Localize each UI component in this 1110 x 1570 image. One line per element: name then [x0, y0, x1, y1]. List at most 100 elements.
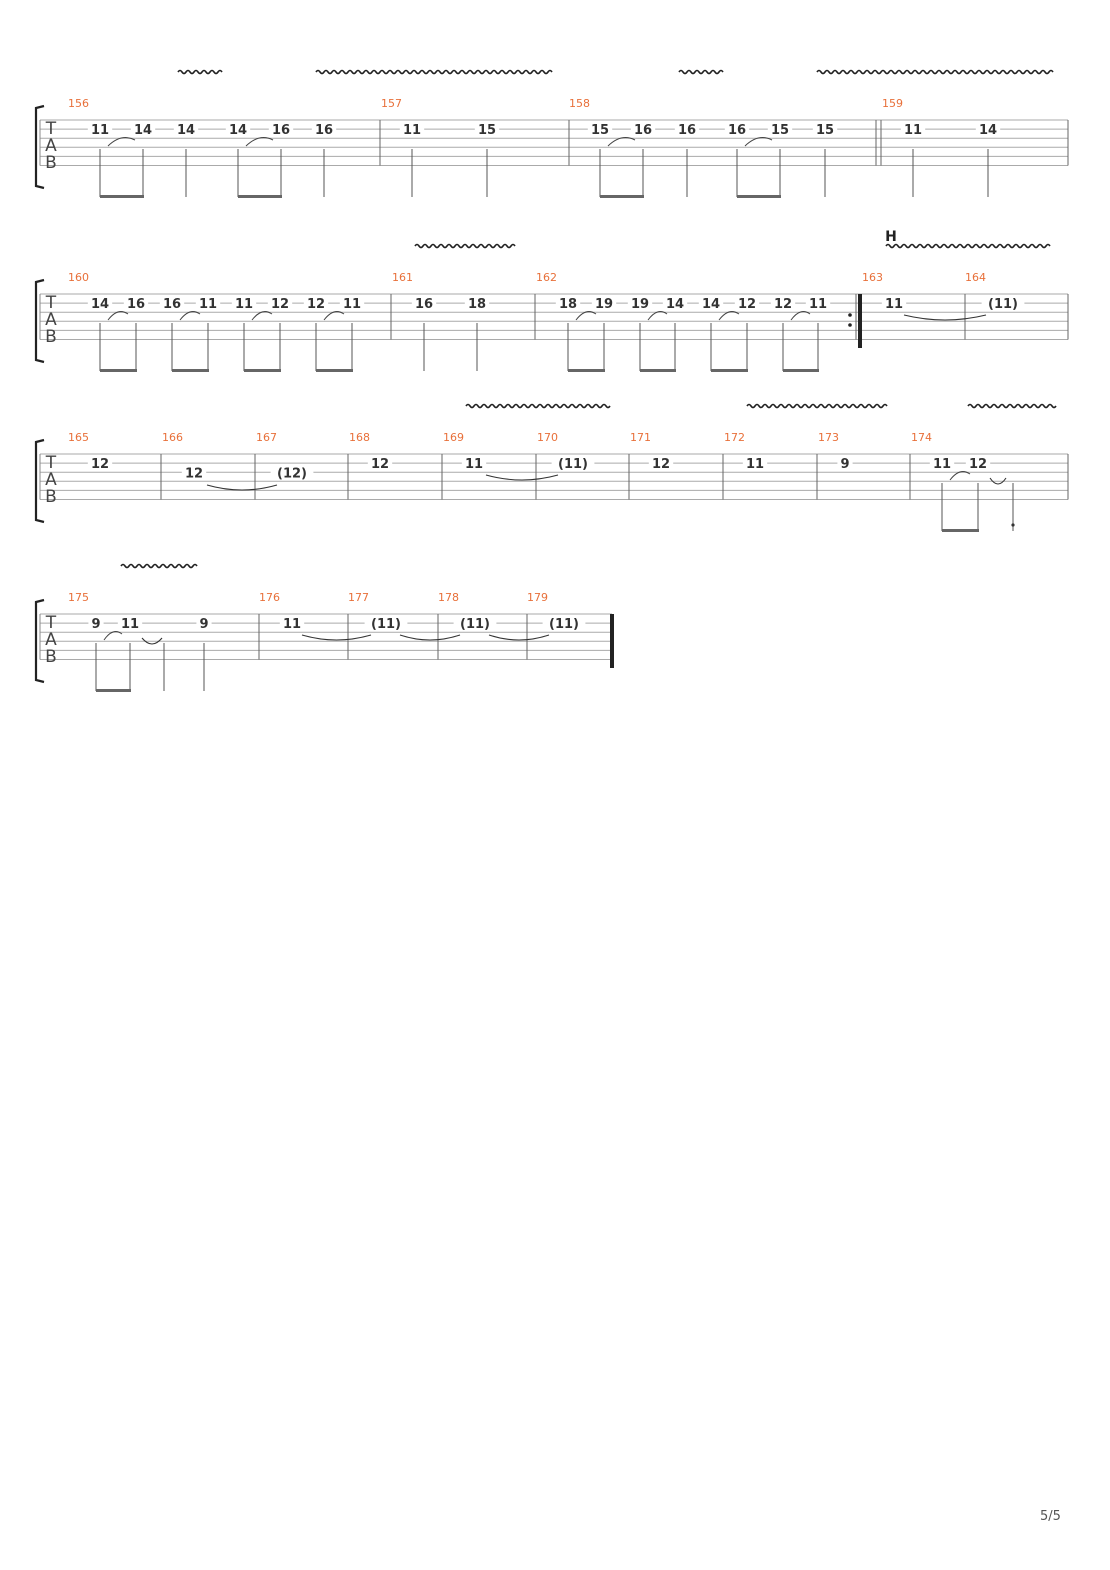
fret-bg — [453, 617, 497, 631]
fret-number: 16 — [127, 297, 145, 312]
fret-number: 11 — [933, 457, 951, 472]
note-beam — [316, 369, 353, 372]
fret-bg — [767, 123, 793, 137]
measure-number: 161 — [392, 271, 413, 284]
fret-number: 12 — [652, 457, 670, 472]
fret-number: (11) — [558, 457, 588, 472]
fret-number: 12 — [185, 466, 203, 481]
tab-clef-letter: B — [45, 487, 57, 507]
fret-number: 16 — [728, 123, 746, 138]
note-beam — [737, 195, 781, 198]
fret-number: 14 — [177, 123, 195, 138]
measure-number: 167 — [256, 431, 277, 444]
tab-clef-letter: T — [45, 453, 57, 473]
fret-bg — [812, 123, 838, 137]
note-beam — [640, 369, 676, 372]
fret-bg — [587, 123, 613, 137]
system-bracket — [34, 438, 45, 524]
fret-number: 12 — [91, 457, 109, 472]
note-beam — [96, 689, 131, 692]
fret-number: 12 — [271, 297, 289, 312]
tie-arc — [903, 314, 987, 321]
fret-bg — [231, 297, 257, 311]
fret-bg — [181, 466, 207, 480]
note-beam — [568, 369, 605, 372]
fret-bg — [123, 297, 149, 311]
fret-bg — [837, 457, 853, 471]
measure-number: 169 — [443, 431, 464, 444]
slide-mark — [575, 311, 597, 321]
fret-bg — [159, 297, 185, 311]
fret-number: 11 — [235, 297, 253, 312]
fret-bg — [117, 617, 143, 631]
note-beam — [100, 195, 144, 198]
tab-clef-letter: T — [45, 293, 57, 313]
measure-number: 164 — [965, 271, 986, 284]
fret-number: 14 — [702, 297, 720, 312]
measure-number: 165 — [68, 431, 89, 444]
measure-number: 156 — [68, 97, 89, 110]
fret-bg — [770, 297, 796, 311]
system-bracket — [34, 598, 45, 684]
fret-number: 11 — [121, 617, 139, 632]
fret-number: 12 — [738, 297, 756, 312]
fret-bg — [364, 617, 408, 631]
fret-bg — [339, 297, 365, 311]
note-beam — [711, 369, 748, 372]
slide-mark — [607, 137, 636, 147]
note-beam — [783, 369, 819, 372]
fret-number: 11 — [343, 297, 361, 312]
tab-clef-letter: A — [45, 630, 57, 650]
slide-mark — [103, 631, 123, 641]
tab-clef-letter: B — [45, 327, 57, 347]
fret-bg — [648, 457, 674, 471]
tab-clef-letter: A — [45, 310, 57, 330]
slide-mark — [790, 311, 811, 321]
fret-number: 15 — [591, 123, 609, 138]
tie-arc — [488, 634, 550, 641]
fret-number: 19 — [631, 297, 649, 312]
measure-number: 178 — [438, 591, 459, 604]
fret-bg — [591, 297, 617, 311]
fret-bg — [542, 617, 586, 631]
fret-number: (11) — [460, 617, 490, 632]
measure-number: 159 — [882, 97, 903, 110]
fret-bg — [965, 457, 991, 471]
fret-bg — [225, 123, 251, 137]
slide-mark — [245, 137, 274, 147]
slide-mark — [107, 311, 129, 321]
slide-mark — [949, 471, 971, 481]
vibrato-mark — [816, 69, 1054, 75]
vibrato-mark — [746, 403, 888, 409]
fret-number: 16 — [315, 123, 333, 138]
tie-arc — [399, 634, 461, 641]
fret-bg — [881, 297, 907, 311]
fret-number: 15 — [816, 123, 834, 138]
fret-number: 14 — [666, 297, 684, 312]
measure-number: 158 — [569, 97, 590, 110]
fret-bg — [411, 297, 437, 311]
fret-bg — [474, 123, 500, 137]
vibrato-mark — [120, 563, 198, 569]
measure-number: 177 — [348, 591, 369, 604]
vibrato-mark — [465, 403, 611, 409]
fret-bg — [551, 457, 595, 471]
fret-bg — [805, 297, 831, 311]
vibrato-mark — [967, 403, 1057, 409]
vibrato-mark — [315, 69, 553, 75]
tie-arc — [206, 484, 278, 491]
tab-clef-letter: A — [45, 136, 57, 156]
note-beam — [238, 195, 282, 198]
fret-number: 11 — [199, 297, 217, 312]
tab-clef-letter: B — [45, 647, 57, 667]
fret-bg — [268, 123, 294, 137]
fret-number: 14 — [134, 123, 152, 138]
slide-mark — [744, 137, 773, 147]
measure-number: 157 — [381, 97, 402, 110]
fret-number: 16 — [634, 123, 652, 138]
fret-bg — [311, 123, 337, 137]
fret-number: 18 — [559, 297, 577, 312]
measure-number: 168 — [349, 431, 370, 444]
